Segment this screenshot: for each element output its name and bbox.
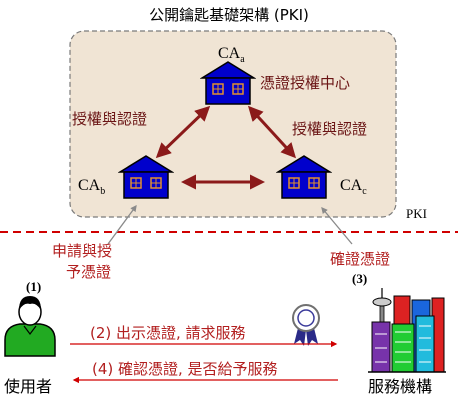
ca-c-label: CAc bbox=[340, 177, 367, 197]
response-label: (4) 確認憑證, 是否給予服務 bbox=[92, 360, 278, 378]
arrow-ca-a-ca-c bbox=[247, 105, 297, 159]
ca-b-label: CAb bbox=[78, 177, 105, 197]
user-label: 使用者 bbox=[4, 377, 52, 396]
apply-label-line1: 申請與授 bbox=[52, 242, 112, 260]
step-1-label: (1) bbox=[26, 279, 41, 294]
user-icon bbox=[4, 296, 56, 357]
verify-label: 確證憑證 bbox=[330, 250, 390, 268]
ca-a-label: CAa bbox=[218, 45, 245, 65]
arrow-ca-a-ca-b bbox=[155, 105, 211, 159]
pki-label: PKI bbox=[406, 206, 427, 221]
request-label: (2) 出示憑證, 請求服務 bbox=[90, 324, 246, 342]
service-label: 服務機構 bbox=[368, 377, 432, 396]
apply-label-line2: 予憑證 bbox=[66, 263, 111, 281]
service-buildings-icon bbox=[368, 288, 446, 373]
verify-arrow bbox=[321, 207, 353, 245]
certificate-badge-icon bbox=[292, 304, 320, 346]
edge-label-a-c: 授權與認證 bbox=[292, 120, 367, 138]
apply-arrow bbox=[107, 204, 137, 245]
edge-label-a-b: 授權與認證 bbox=[72, 110, 147, 128]
ca-a-caption: 憑證授權中心 bbox=[260, 74, 350, 92]
step-3-label: (3) bbox=[352, 271, 367, 286]
diagram-title: 公開鑰匙基礎架構 (PKI) bbox=[149, 6, 309, 24]
